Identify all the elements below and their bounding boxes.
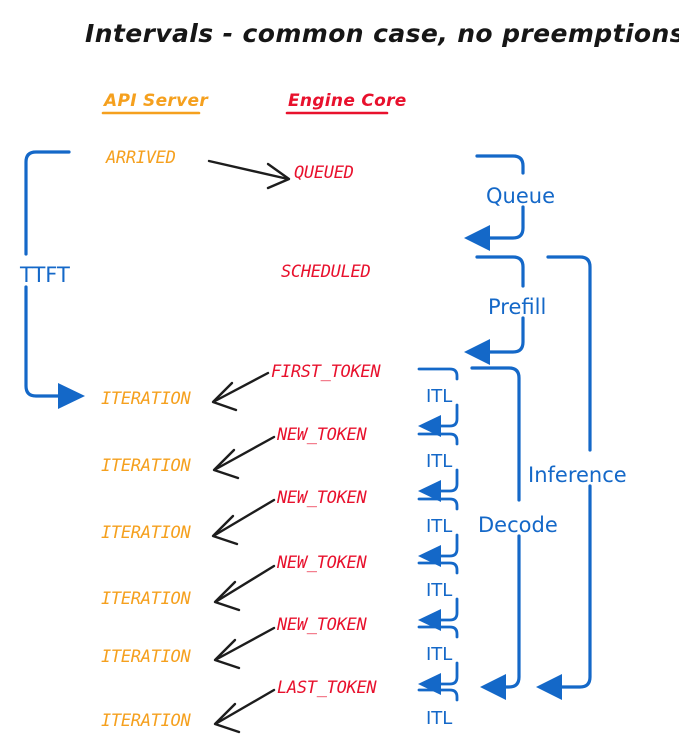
metric-label-itl-4: ITL xyxy=(426,580,452,601)
arrow-new-token-2-to-iteration-3 xyxy=(211,498,276,546)
event-iteration-4: ITERATION xyxy=(101,589,191,609)
event-iteration-2: ITERATION xyxy=(101,456,191,476)
arrow-first-token-to-iteration-1 xyxy=(211,371,270,412)
event-iteration-6: ITERATION xyxy=(101,711,191,731)
arrow-new-token-3-to-iteration-4 xyxy=(213,564,276,612)
event-arrived: ARRIVED xyxy=(105,148,176,168)
arrow-last-token-to-iteration-6 xyxy=(213,688,276,734)
event-new-token-3: NEW_TOKEN xyxy=(276,553,367,573)
event-new-token-2: NEW_TOKEN xyxy=(276,488,367,508)
metric-label-itl-3: ITL xyxy=(426,516,452,537)
arrow-new-token-1-to-iteration-2 xyxy=(212,435,276,480)
metric-bracket-decode xyxy=(470,366,521,700)
metric-label-inference: Inference xyxy=(528,463,627,487)
metric-bracket-prefill xyxy=(464,255,525,365)
event-iteration-3: ITERATION xyxy=(101,523,191,543)
column-header-engine-core: Engine Core xyxy=(288,91,407,111)
event-new-token-4: NEW_TOKEN xyxy=(276,615,367,635)
metric-bracket-itl-5: ITL xyxy=(417,625,459,695)
event-iteration-1: ITERATION xyxy=(101,389,191,409)
metric-bracket-itl-2: ITL xyxy=(417,432,459,502)
metric-label-decode: Decode xyxy=(478,513,558,537)
metric-bracket-ttft xyxy=(24,150,85,409)
metric-bracket-queue xyxy=(464,154,525,251)
page-title: Intervals - common case, no preemptions xyxy=(85,19,679,48)
metric-bracket-inference xyxy=(536,255,592,700)
metric-label-ttft: TTFT xyxy=(19,263,70,287)
metric-bracket-itl-1: ITL xyxy=(417,367,459,437)
metric-label-prefill: Prefill xyxy=(488,295,546,319)
metric-label-itl-5: ITL xyxy=(426,644,452,665)
metric-label-queue: Queue xyxy=(486,184,555,208)
metric-bracket-itl-4: ITL xyxy=(417,561,459,631)
event-first-token: FIRST_TOKEN xyxy=(271,362,381,382)
metric-label-itl-1: ITL xyxy=(426,386,452,407)
metric-label-itl-6: ITL xyxy=(426,708,452,729)
event-new-token-1: NEW_TOKEN xyxy=(276,425,367,445)
arrow-new-token-4-to-iteration-5 xyxy=(213,626,276,670)
arrow-arrived-to-queued xyxy=(207,159,291,190)
event-scheduled: SCHEDULED xyxy=(281,262,370,282)
column-header-api-server: API Server xyxy=(102,91,209,111)
metric-bracket-itl-3: ITL xyxy=(417,497,459,567)
metric-bracket-itl-6: ITL xyxy=(417,688,459,729)
event-iteration-5: ITERATION xyxy=(101,647,191,667)
event-queued: QUEUED xyxy=(294,163,354,183)
event-last-token: LAST_TOKEN xyxy=(277,678,377,698)
metric-label-itl-2: ITL xyxy=(426,451,452,472)
